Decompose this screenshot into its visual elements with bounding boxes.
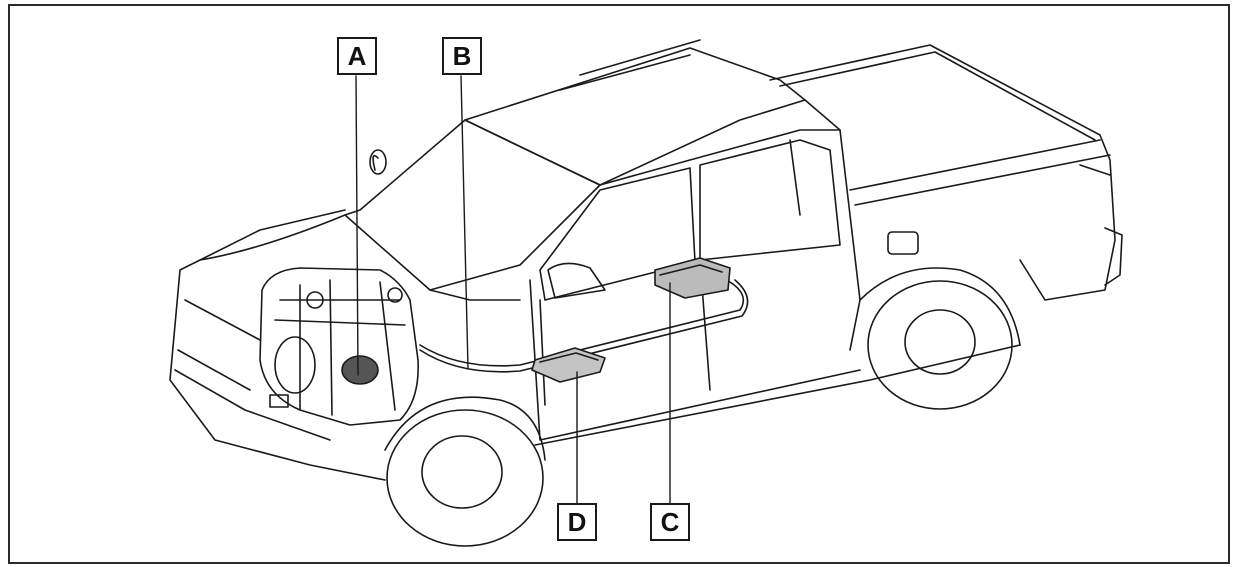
truck-bed bbox=[769, 44, 1123, 301]
truck-front bbox=[169, 209, 521, 481]
leader-line-a bbox=[355, 75, 359, 376]
rear-wheel bbox=[867, 280, 1013, 410]
front-wheel bbox=[384, 396, 546, 547]
callout-b: B bbox=[442, 37, 482, 75]
truck-cab bbox=[344, 39, 861, 351]
callout-d: D bbox=[557, 503, 597, 541]
wiring-harness bbox=[419, 279, 749, 373]
leader-lines bbox=[355, 75, 671, 504]
control-module-d bbox=[531, 347, 606, 383]
callout-c: C bbox=[650, 503, 690, 541]
engine-assembly bbox=[259, 267, 419, 426]
control-module-c bbox=[654, 257, 731, 299]
diagram-frame bbox=[8, 4, 1230, 564]
leader-line-b bbox=[460, 75, 469, 369]
callout-a: A bbox=[337, 37, 377, 75]
